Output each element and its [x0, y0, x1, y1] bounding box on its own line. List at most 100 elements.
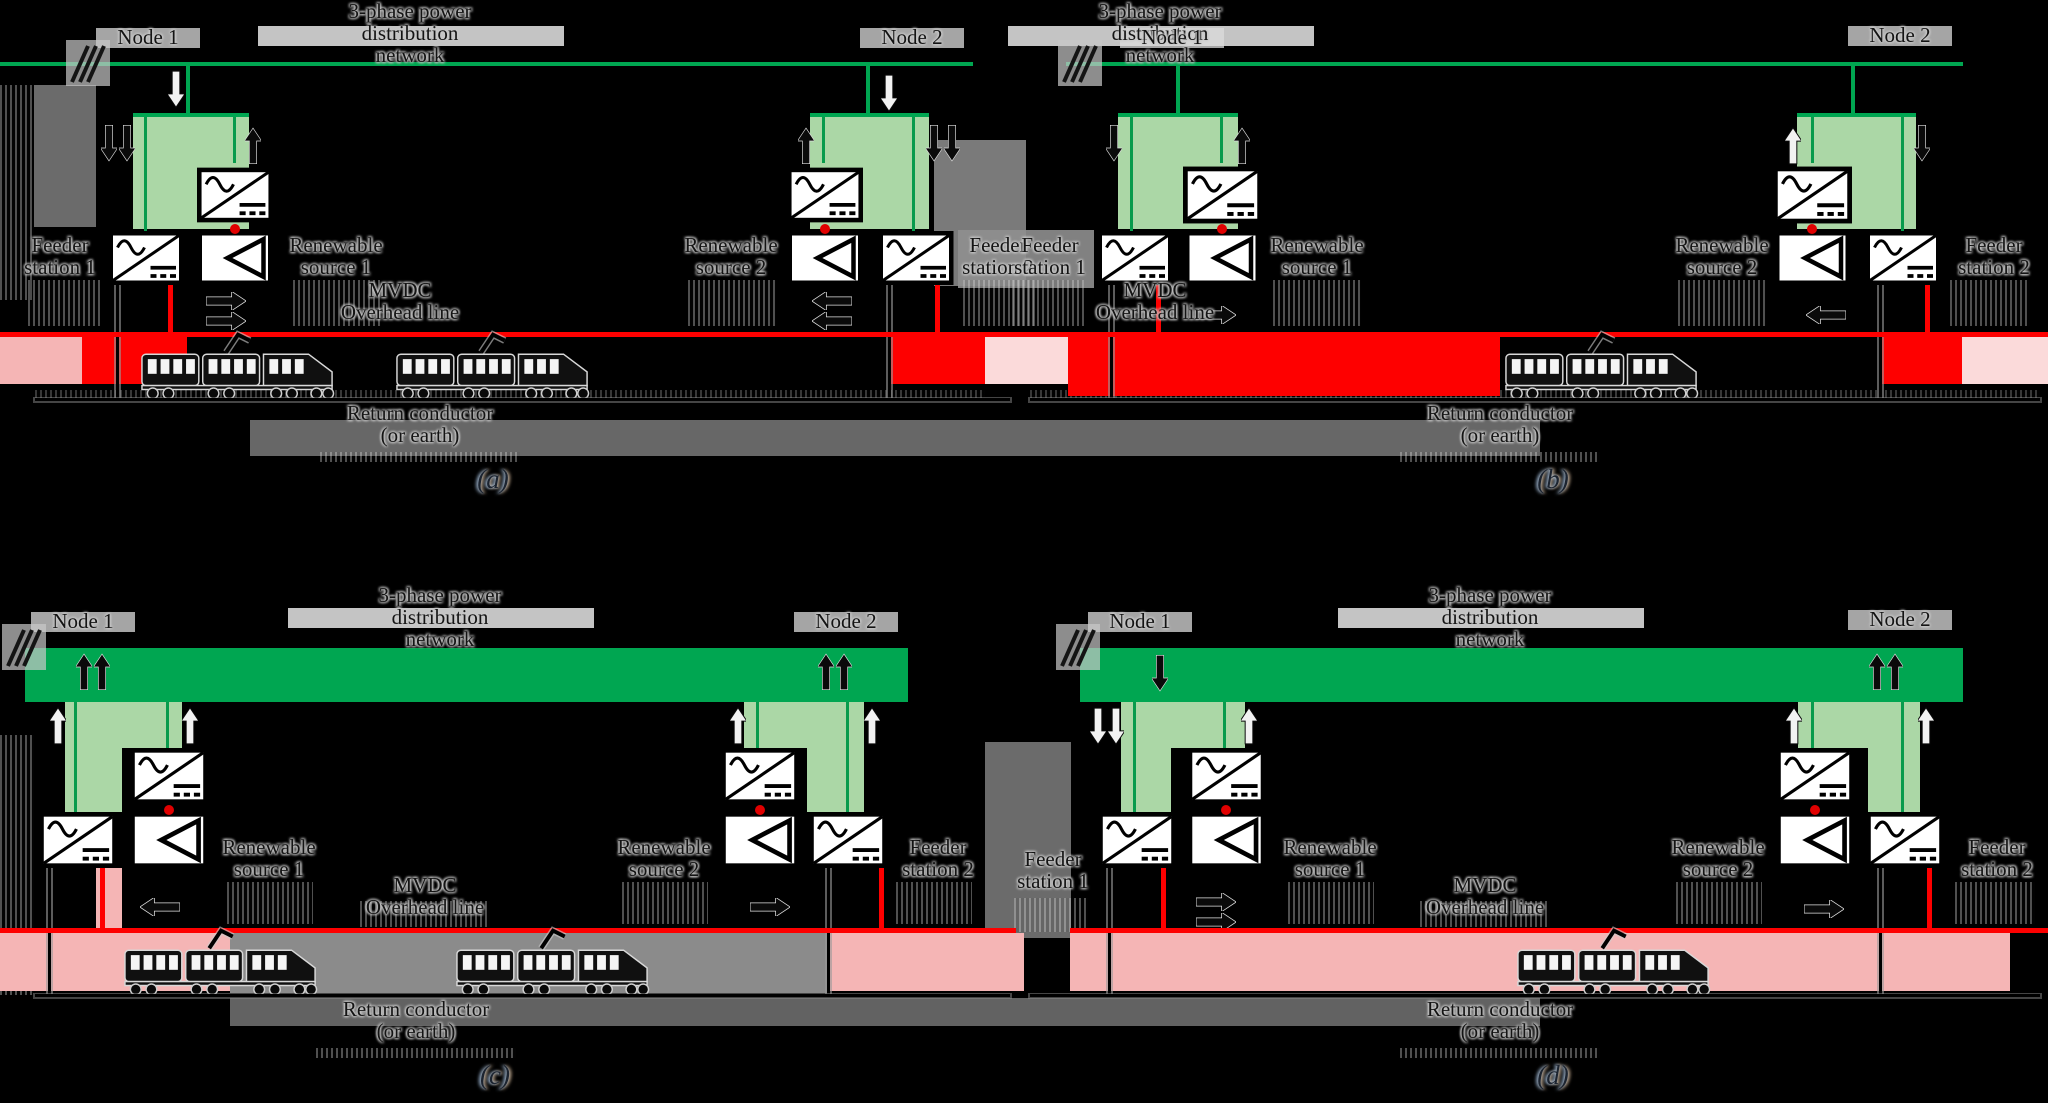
- node-2-label: Node 2: [815, 609, 877, 633]
- artifact-patch: [96, 28, 200, 48]
- power-flow-down-arrow-icon: [1914, 124, 1930, 162]
- return-conductor-label: Return conductor(or earth): [1426, 997, 1574, 1043]
- ac-dc-converter-icon: [1775, 169, 1849, 221]
- panel-c-graphics: [0, 624, 1024, 999]
- artifact-stripes: [1012, 280, 1084, 326]
- node-2-label: Node 2: [1869, 607, 1931, 631]
- artifact-patch: [1848, 610, 1952, 630]
- artifact-stripes: [1955, 882, 2035, 924]
- power-flow-up-arrow-icon: [864, 707, 880, 745]
- artifact-patch: [1120, 28, 1224, 48]
- artifact-patch: [230, 998, 1540, 1026]
- power-flow-up-arrow-icon: [182, 707, 198, 745]
- panel-b-graphics: [1024, 40, 2048, 399]
- artifact-stripes: [1400, 1048, 1600, 1058]
- power-flow-right-arrow-icon: [206, 312, 246, 330]
- caption-b: (b): [1537, 464, 1569, 494]
- return-conductor-label: Return conductor(or earth): [346, 401, 494, 447]
- power-flow-down-arrow-icon: [944, 124, 960, 162]
- artifact-patch: [958, 230, 1094, 288]
- power-flow-down-arrow-icon: [101, 124, 117, 162]
- return-conductor-label: Return conductor(or earth): [342, 997, 490, 1043]
- artifact-stripes: [1678, 280, 1766, 326]
- power-flow-down-arrow-icon: [119, 124, 135, 162]
- artifact-stripes: [0, 85, 34, 300]
- node-2-label: Node 2: [881, 25, 943, 49]
- panel-a-graphics: [0, 40, 1024, 399]
- artifact-patch: [1338, 608, 1644, 628]
- power-flow-left-arrow-icon: [812, 292, 852, 310]
- power-flow-left-arrow-icon: [1806, 306, 1846, 324]
- artifact-stripes: [1950, 280, 2030, 326]
- ac-dc-converter-icon: [1190, 750, 1263, 801]
- caption-d: (d): [1537, 1060, 1569, 1090]
- artifact-patch: [31, 612, 135, 632]
- artifact-stripes: [1273, 280, 1361, 326]
- ac-dc-converter-icon: [41, 814, 114, 865]
- artifact-patch: [288, 608, 594, 628]
- power-flow-right-arrow-icon: [750, 898, 790, 916]
- power-flow-right-arrow-icon: [1196, 893, 1236, 911]
- artifact-patch: [250, 420, 1540, 456]
- ac-dc-converter-icon: [199, 170, 270, 220]
- artifact-stripes: [1400, 452, 1600, 462]
- artifact-stripes: [316, 1048, 516, 1058]
- power-flow-right-arrow-icon: [1804, 900, 1844, 918]
- dc-dc-converter-icon: [200, 233, 271, 283]
- artifact-patch: [1088, 612, 1192, 632]
- power-flow-down-arrow-icon: [881, 74, 897, 112]
- power-flow-down-arrow-icon: [168, 70, 184, 108]
- power-flow-up-arrow-icon: [50, 707, 66, 745]
- train-icon: [457, 931, 649, 995]
- power-flow-left-arrow-icon: [140, 898, 180, 916]
- artifact-patch: [258, 26, 564, 46]
- top-mvdc-and-trains: [0, 332, 2048, 403]
- artifact-patch: [34, 85, 96, 227]
- artifact-patch: [985, 742, 1071, 938]
- artifact-stripes: [688, 280, 776, 326]
- power-flow-up-arrow-icon: [1918, 707, 1934, 745]
- artifact-patch: [794, 612, 898, 632]
- ac-dc-converter-icon: [789, 170, 860, 220]
- train-icon: [397, 335, 589, 399]
- artifact-stripes: [28, 280, 100, 326]
- artifact-stripes: [1014, 898, 1088, 932]
- artifact-patch: [860, 28, 964, 48]
- artifact-stripes: [360, 901, 490, 927]
- caption-a: (a): [477, 464, 509, 494]
- artifact-stripes: [1676, 882, 1762, 924]
- power-flow-left-arrow-icon: [812, 312, 852, 330]
- artifact-stripes: [1288, 882, 1374, 924]
- artifact-stripes: [320, 452, 520, 462]
- ac-dc-converter-icon: [132, 750, 205, 801]
- node-1-label: Node 1: [1109, 609, 1171, 633]
- artifact-stripes: [963, 280, 1035, 326]
- ac-dc-converter-icon: [1778, 750, 1851, 801]
- artifact-stripes: [293, 280, 381, 326]
- node-2-label: Node 2: [1869, 23, 1931, 47]
- panel-d-graphics: [1028, 624, 2048, 999]
